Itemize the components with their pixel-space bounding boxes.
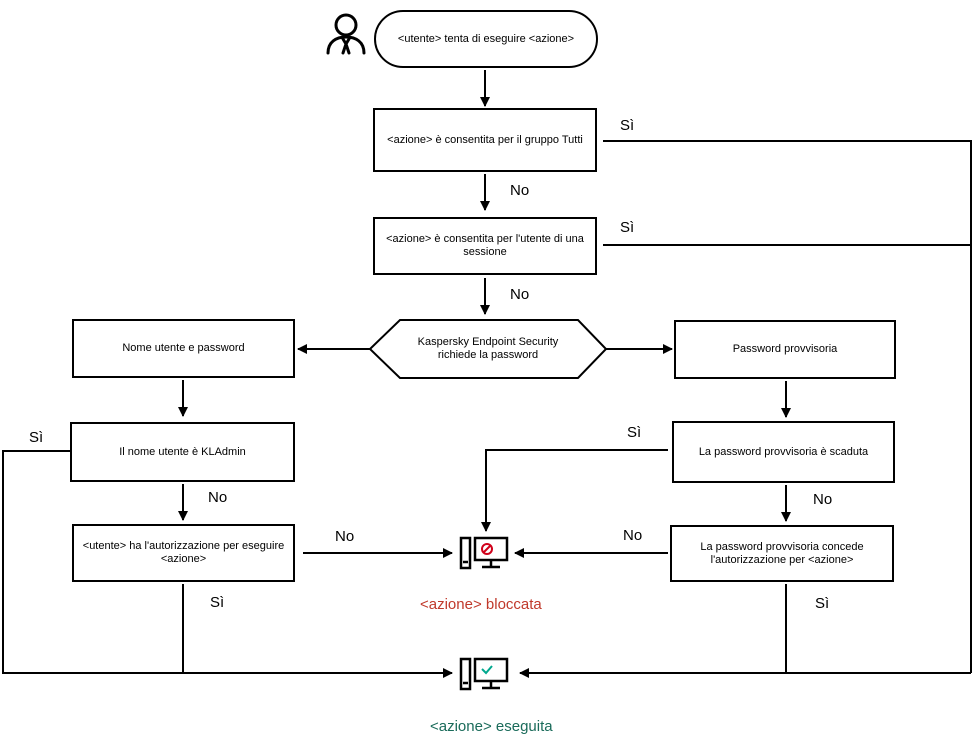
label-yes-grants: Sì xyxy=(815,595,830,612)
step-allowed-all: <azione> è consentita per il gruppo Tutt… xyxy=(373,108,597,172)
result-blocked-label: <azione> bloccata xyxy=(420,596,542,613)
label-yes-allowed-all: Sì xyxy=(620,117,635,134)
label-no-expired: No xyxy=(813,491,833,508)
start-terminal: <utente> tenta di eseguire <azione> xyxy=(374,10,598,68)
label-yes-expired: Sì xyxy=(627,424,642,441)
label-no-kladmin: No xyxy=(208,489,228,506)
start-text: <utente> tenta di eseguire <azione> xyxy=(397,32,575,45)
line-allowed-all-yes xyxy=(603,140,972,673)
step-user-authorized-text: <utente> ha l'autorizzazione per eseguir… xyxy=(82,540,285,565)
step-kes-requests-password-text: Kaspersky Endpoint Security richiede la … xyxy=(417,336,559,361)
step-temp-expired: La password provvisoria è scaduta xyxy=(672,421,895,483)
label-yes-authorized: Sì xyxy=(210,594,225,611)
label-no-authorized: No xyxy=(335,528,355,545)
step-temp-grants-text: La password provvisoria concede l'autori… xyxy=(700,540,864,566)
step-kes-requests-password: Kaspersky Endpoint Security richiede la … xyxy=(370,320,606,378)
arrow-expired-yes-to-blocked xyxy=(481,449,668,532)
result-executed-label: <azione> eseguita xyxy=(430,718,553,735)
step-is-kladmin-text: Il nome utente è KLAdmin xyxy=(119,445,246,458)
step-user-authorized: <utente> ha l'autorizzazione per eseguir… xyxy=(72,524,295,582)
step-allowed-all-text: <azione> è consentita per il gruppo Tutt… xyxy=(387,133,583,146)
user-icon xyxy=(326,13,366,55)
label-no-session: No xyxy=(510,286,530,303)
step-temp-password: Password provvisoria xyxy=(674,320,896,379)
label-no-grants: No xyxy=(623,527,643,544)
computer-allowed-icon xyxy=(459,657,509,691)
step-is-kladmin: Il nome utente è KLAdmin xyxy=(70,422,295,482)
arrow-kladmin-yes-to-executed xyxy=(2,450,453,678)
step-username-password-text: Nome utente e password xyxy=(122,342,245,354)
label-yes-kladmin: Sì xyxy=(29,429,44,446)
computer-blocked-icon xyxy=(459,536,509,570)
step-allowed-session-user: <azione> è consentita per l'utente di un… xyxy=(373,217,597,275)
step-temp-expired-text: La password provvisoria è scaduta xyxy=(698,445,869,458)
step-username-password: Nome utente e password xyxy=(72,319,295,378)
step-temp-password-text: Password provvisoria xyxy=(732,343,838,355)
label-yes-session: Sì xyxy=(620,219,635,236)
label-no-allowed-all: No xyxy=(510,182,530,199)
step-allowed-session-user-text: <azione> è consentita per l'utente di un… xyxy=(386,233,584,258)
decision-hexagon xyxy=(368,319,608,379)
step-temp-grants: La password provvisoria concede l'autori… xyxy=(670,525,894,582)
